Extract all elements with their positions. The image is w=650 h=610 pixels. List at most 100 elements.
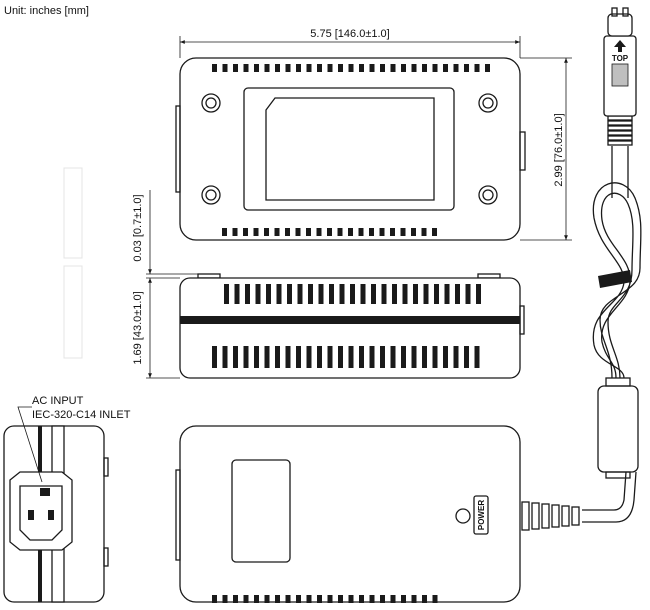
end-view: AC INPUT IEC-320-C14 INLET — [3, 395, 131, 603]
vent-slot — [359, 64, 364, 72]
callout-line-2: IEC-320-C14 INLET — [32, 409, 131, 421]
vent-slot — [392, 284, 397, 304]
vent-slot — [254, 346, 259, 368]
vent-slot — [296, 346, 301, 368]
cable-tie — [598, 270, 632, 288]
vent-slot — [306, 595, 312, 603]
connector-rib — [607, 125, 633, 131]
strain-relief-rib — [521, 501, 530, 531]
vent-slot — [306, 64, 312, 72]
vent-slot — [308, 284, 313, 304]
neutral-pin — [48, 510, 54, 520]
strain-relief-rib — [561, 505, 570, 527]
vent-slot — [327, 346, 333, 368]
vent-slot — [423, 284, 429, 304]
vent-slot — [348, 228, 353, 236]
label-plate — [265, 97, 435, 201]
ghost-mark-lower — [63, 265, 83, 359]
vent-slot — [233, 595, 238, 603]
vent-slot — [295, 228, 301, 236]
connector-grip-texture — [611, 63, 629, 87]
vent-slot — [453, 346, 459, 368]
unit-label: Unit: inches [mm] — [4, 5, 89, 17]
top-vent-row — [212, 64, 490, 72]
vent-slot — [233, 346, 238, 368]
vent-slot — [348, 346, 354, 368]
foot-dimension-label: 0.03 [0.7±1.0] — [132, 194, 144, 261]
vent-slot — [380, 64, 385, 72]
vent-slot — [421, 228, 427, 236]
vent-slot — [245, 284, 250, 304]
vent-slot — [317, 595, 322, 603]
cable-loop-inner — [600, 192, 634, 379]
vent-slot — [443, 64, 448, 72]
vent-slot — [443, 346, 448, 368]
vent-slot — [390, 346, 396, 368]
side-view: 0.03 [0.7±1.0] 1.69 [43.0±1.0] — [132, 190, 525, 379]
vent-slot — [264, 595, 270, 603]
vent-slot — [359, 595, 364, 603]
vent-slot — [285, 64, 291, 72]
vent-slot — [474, 346, 480, 368]
bottom-view: POWER — [175, 425, 521, 603]
vent-slot — [243, 595, 249, 603]
vent-slot — [400, 228, 406, 236]
vent-slot — [285, 346, 291, 368]
parting-line — [180, 316, 520, 324]
vent-slot — [212, 595, 217, 603]
vent-slot — [464, 346, 469, 368]
vent-slot — [222, 595, 228, 603]
vent-slot — [327, 595, 333, 603]
vent-slot — [390, 228, 395, 236]
height-dimension-label: 1.69 [43.0±1.0] — [132, 291, 144, 364]
screw-top-left — [201, 93, 221, 113]
connector-top-label: TOP — [612, 54, 629, 63]
vent-slot — [369, 64, 375, 72]
depth-dimension-label: 2.99 [76.0±1.0] — [553, 113, 565, 186]
vent-slot — [243, 346, 249, 368]
callout-line-1: AC INPUT — [32, 395, 84, 407]
vent-slot — [369, 228, 374, 236]
vent-slot — [264, 228, 269, 236]
vent-slot — [411, 346, 417, 368]
vent-slot — [287, 284, 292, 304]
vent-slot — [390, 64, 396, 72]
earth-pin — [40, 488, 50, 496]
vent-slot — [338, 346, 343, 368]
vent-slot — [296, 595, 301, 603]
vent-slot — [401, 595, 406, 603]
vent-slot — [264, 346, 270, 368]
vent-slot — [444, 284, 450, 304]
vent-slot — [253, 228, 259, 236]
bottom-view-body — [179, 425, 521, 603]
vent-slot — [306, 346, 312, 368]
vent-slot — [422, 595, 427, 603]
vent-slot — [316, 228, 322, 236]
vent-slot — [317, 64, 322, 72]
vent-slot — [348, 64, 354, 72]
vent-slot — [380, 346, 385, 368]
bottom-vent-row — [222, 228, 437, 236]
vent-slot — [369, 595, 375, 603]
vent-slot — [485, 64, 490, 72]
vent-slot — [224, 284, 229, 304]
vent-slot — [413, 284, 418, 304]
vent-slot — [327, 228, 332, 236]
vent-slot — [401, 64, 406, 72]
vent-slot — [465, 284, 471, 304]
vent-slot — [359, 346, 364, 368]
screw-top-right — [478, 93, 498, 113]
bottom-label-area — [231, 459, 291, 563]
vent-slot — [401, 346, 406, 368]
vent-slot — [285, 228, 290, 236]
vent-slot — [222, 228, 227, 236]
cable-strain-relief — [521, 501, 580, 531]
vent-slot — [306, 228, 311, 236]
vent-slot — [338, 64, 343, 72]
cable-loop-outer — [592, 182, 642, 379]
vent-slot — [296, 64, 301, 72]
vent-slot — [275, 595, 280, 603]
vent-slot — [432, 228, 437, 236]
vent-slot — [285, 595, 291, 603]
vent-slot — [411, 228, 416, 236]
